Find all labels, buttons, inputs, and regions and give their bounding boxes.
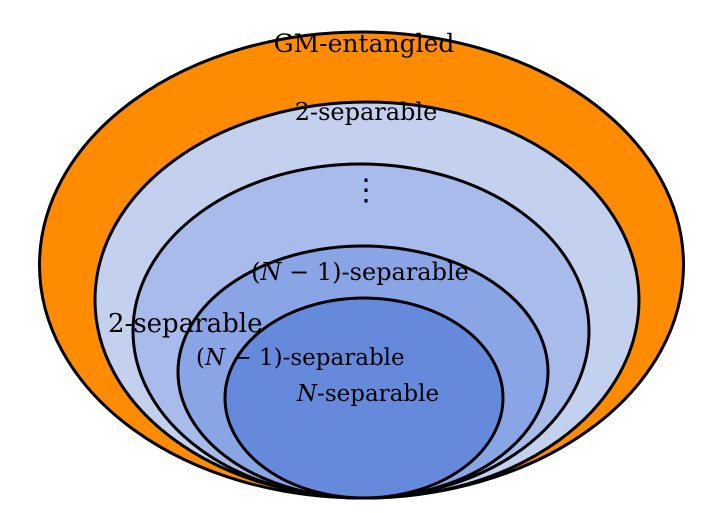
n-separable-region [223, 296, 505, 500]
two-separable-overlap-label: 2-separable [108, 309, 262, 339]
vertical-dots-label: ⋮ [351, 173, 381, 208]
n-minus-1-separable-label: (N − 1)-separable [251, 258, 469, 286]
gm-entangled-label: GM-entangled [274, 29, 455, 58]
n-separable-label: N-separable [296, 381, 439, 407]
two-separable-label: 2-separable [295, 98, 438, 126]
n-minus-1-separable-overlap-label: (N − 1)-separable [196, 345, 405, 371]
